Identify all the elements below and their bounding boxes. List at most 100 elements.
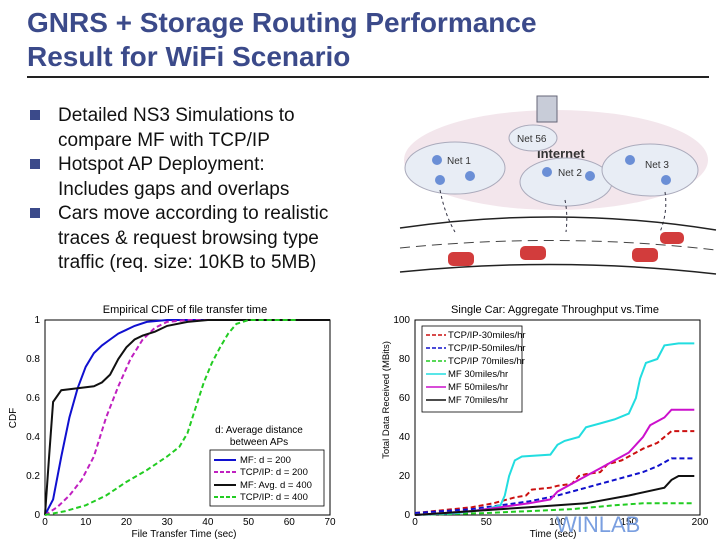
cdf-y-ticks: 0 0.2 0.4 0.6 0.8 1 [26,315,40,521]
series-line-2 [44,319,330,516]
cdf-annotation-line: d: Average distance [215,425,303,436]
x-tick-label: 200 [692,517,709,528]
throughput-chart-title: Single Car: Aggregate Throughput vs.Time [451,304,659,316]
car-icon [448,252,474,266]
series-line-1 [414,430,695,514]
bullet-line: compare MF with TCP/IP [58,129,270,151]
car-icon [660,232,684,244]
series-line-5 [414,408,695,516]
y-tick-label: 0.4 [26,432,40,443]
legend-label: TCP/IP-50miles/hr [448,343,526,354]
legend-label: MF 70miles/hr [448,395,508,406]
net-cloud [404,141,506,195]
net-label: Net 56 [517,134,547,145]
net-label: Net 1 [447,156,471,167]
throughput-plot-frame [414,319,701,516]
throughput-series-group [414,342,695,516]
bullet-marker-icon [30,110,40,120]
net-cloud [508,124,558,152]
y-tick-label: 20 [399,471,411,482]
net-cloud [519,157,613,207]
series-line-4 [414,342,695,516]
x-tick-label: 40 [202,517,214,528]
x-tick-label: 20 [121,517,133,528]
legend-label: TCP/IP-30miles/hr [448,330,526,341]
x-tick-label: 50 [481,517,493,528]
bullet-marker-icon [30,208,40,218]
car-icons [448,232,684,266]
throughput-y-ticks: 0 20 40 60 80 100 [393,315,410,521]
router-icon [661,175,671,185]
y-tick-label: 0 [34,510,40,521]
net-label: Net 2 [558,168,582,179]
x-tick-label: 0 [412,517,418,528]
bullet-item: Detailed NS3 Simulations to compare MF w… [30,104,380,153]
router-icon [435,175,445,185]
x-tick-label: 50 [243,517,255,528]
slide-title-line2: Result for WiFi Scenario [27,41,351,72]
ap-links [439,189,667,233]
cdf-chart-title: Empirical CDF of file transfer time [103,304,267,316]
title-underline [27,76,709,78]
cdf-x-ticks: 0 10 20 30 40 50 60 70 [42,517,336,528]
cdf-legend: MF: d = 200 TCP/IP: d = 200 MF: Avg. d =… [209,449,325,507]
y-tick-label: 60 [399,393,411,404]
bullet-line: Includes gaps and overlaps [58,178,290,200]
series-line-6 [414,475,695,516]
car-icon [520,246,546,260]
bullet-line: traffic (req. size: 10KB to 5MB) [58,252,317,273]
router-icon [625,155,635,165]
x-tick-label: 0 [42,517,48,528]
cdf-plot-frame [44,319,331,516]
ap-link [659,191,667,233]
y-tick-label: 0.6 [26,393,40,404]
legend-label: TCP/IP: d = 200 [240,467,308,478]
legend-label: TCP/IP 70miles/hr [448,356,525,367]
bullet-item: Hotspot AP Deployment: Includes gaps and… [30,153,380,202]
road-centerline [399,239,717,251]
road-edge [399,216,717,231]
y-tick-label: 0 [404,510,410,521]
car-icon [632,248,658,262]
cdf-x-axis-label: File Transfer Time (sec) [131,529,236,540]
series-line-2 [414,457,695,514]
legend-label: MF 50miles/hr [448,382,508,393]
y-tick-label: 0.2 [26,471,40,482]
cdf-y-axis-label: CDF [8,408,19,429]
slide-title-line1: GNRS + Storage Routing Performance [27,7,537,38]
y-tick-label: 1 [34,315,40,326]
y-tick-label: 40 [399,432,411,443]
bullet-line: traces & request browsing type [58,227,319,249]
y-tick-label: 100 [393,315,410,326]
series-line-3 [414,502,695,516]
legend-label: MF 30miles/hr [448,369,508,380]
router-icon [465,171,475,181]
ap-link [439,189,456,233]
x-tick-label: 60 [284,517,296,528]
cdf-legend-box [209,449,325,507]
bullet-line: Hotspot AP Deployment: [58,154,265,175]
throughput-legend: TCP/IP-30miles/hr TCP/IP-50miles/hr TCP/… [421,325,526,413]
bullet-marker-icon [30,159,40,169]
server-icon [536,95,558,123]
throughput-y-axis-label: Total Data Received (MBits) [381,341,392,459]
slide-title: GNRS + Storage Routing Performance Resul… [27,6,667,74]
x-tick-label: 70 [324,517,336,528]
bullet-item: Cars move according to realistic traces … [30,202,380,276]
bullet-line: Detailed NS3 Simulations to [58,105,295,126]
series-line-1 [44,319,330,516]
series-line-3 [44,319,330,516]
series-line-4 [44,319,298,516]
bullet-list: Detailed NS3 Simulations to compare MF w… [30,104,380,276]
x-tick-label: 10 [80,517,92,528]
legend-label: TCP/IP: d = 400 [240,492,308,503]
y-tick-label: 80 [399,354,411,365]
cdf-annotation-line: between APs [230,437,288,448]
internet-cloud [404,110,708,210]
cdf-series-group [44,319,330,516]
bullet-line: Cars move according to realistic [58,203,329,224]
winlab-watermark: WINLAB [556,512,641,537]
net-label: Net 3 [645,160,669,171]
net-cloud [601,143,699,197]
internet-label: Internet [537,146,585,161]
